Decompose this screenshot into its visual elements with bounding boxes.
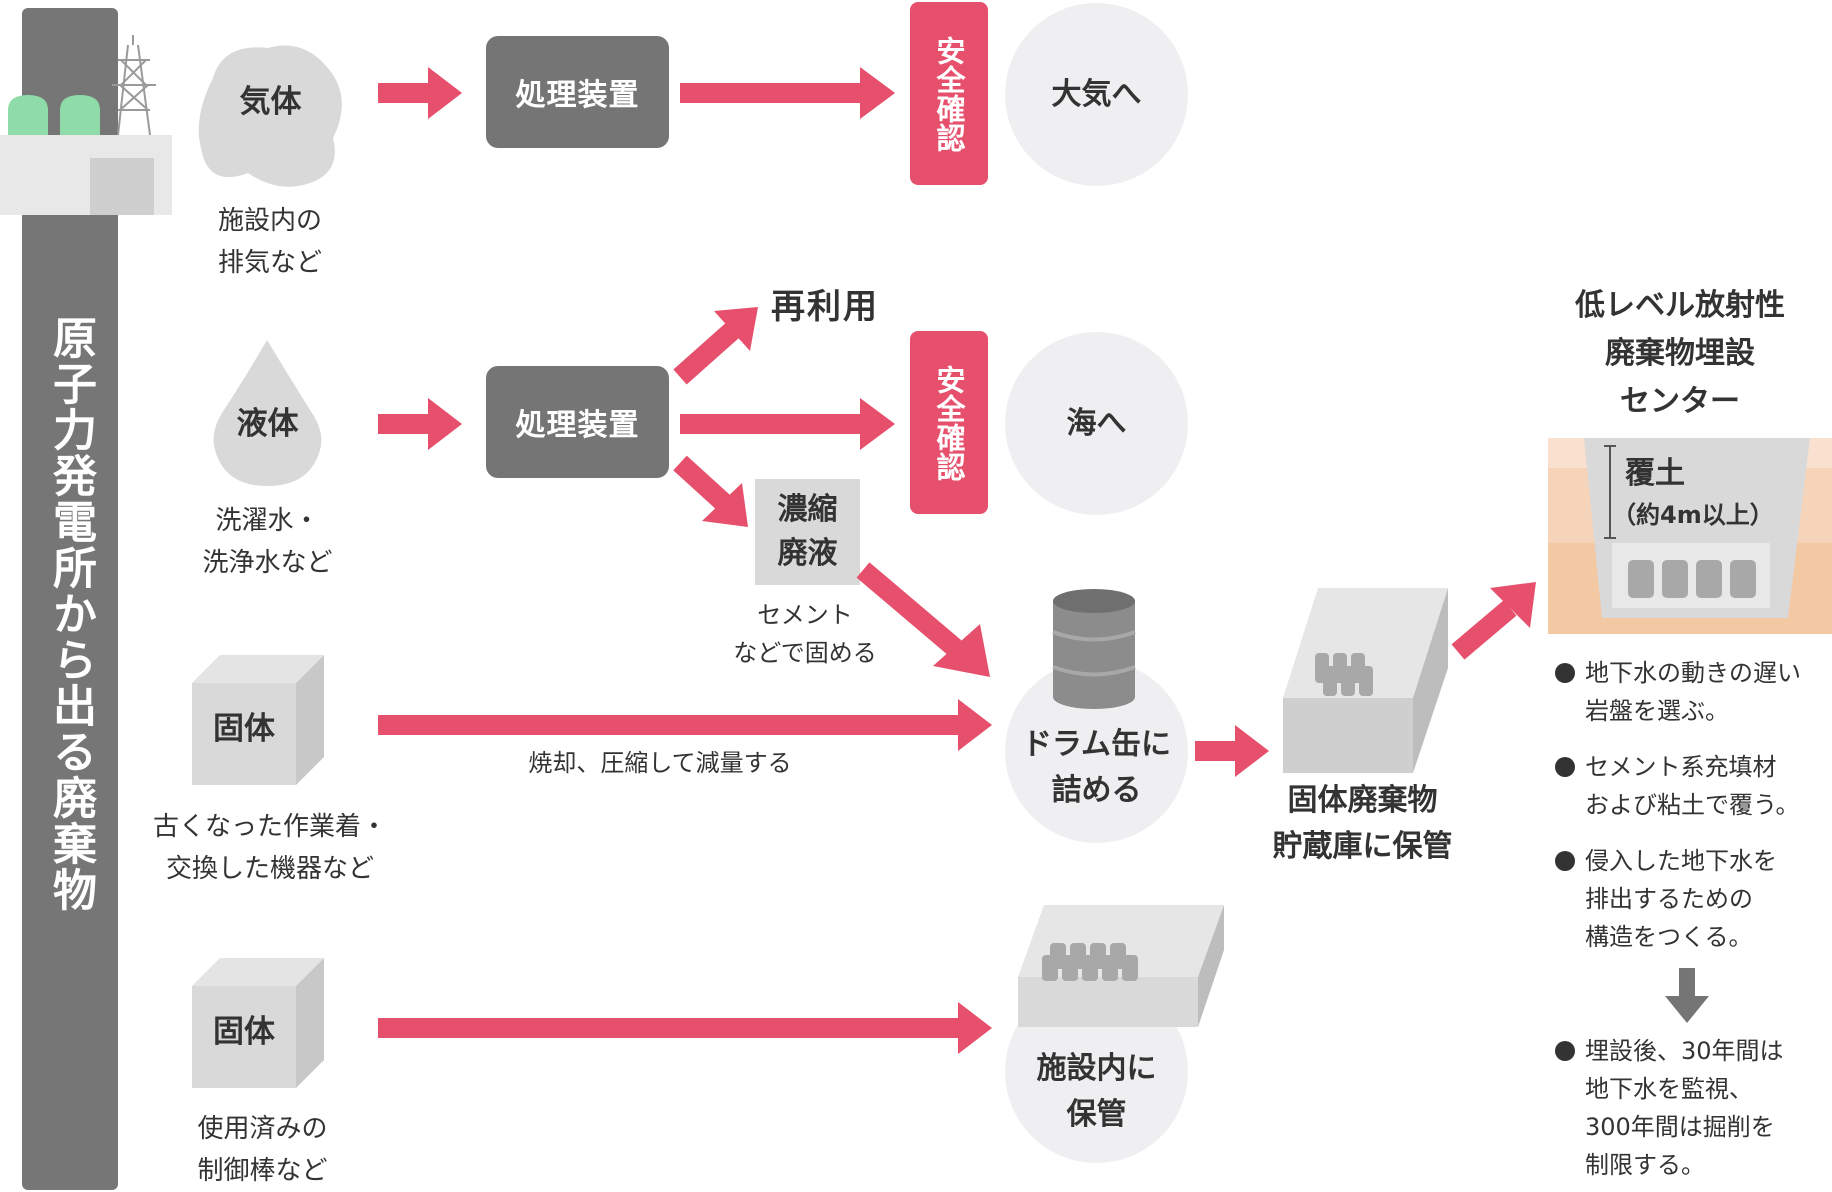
- cement-note: セメント などで固める: [733, 601, 877, 667]
- arrow-down-icon: [1665, 968, 1709, 1023]
- liquid-caption: 洗濯水・ 洗浄水など: [202, 506, 333, 578]
- center-bullet-4: 埋設後、30年間は 地下水を監視、 300年間は掘削を 制限する。: [1555, 1032, 1832, 1184]
- drum-icon: [1052, 589, 1136, 709]
- solid1-label: 固体: [213, 711, 275, 747]
- arrow-right-icon: [1195, 725, 1269, 777]
- arrow-right-icon: [680, 67, 895, 119]
- concentrated-waste-box: 濃縮 廃液: [755, 479, 860, 585]
- gas-process-box: 処理装置: [486, 36, 669, 148]
- center-title: 低レベル放射性 廃棄物埋設 センター: [1575, 288, 1785, 419]
- gas-caption: 施設内の 排気など: [217, 206, 322, 278]
- solid2-caption: 使用済みの 制御棒など: [197, 1114, 328, 1186]
- center-bullet-3: 侵入した地下水を 排出するための 構造をつくる。: [1555, 842, 1832, 956]
- arrow-down-right-icon: [673, 455, 748, 527]
- power-plant-icon: [0, 35, 172, 215]
- solid-cube-1: [192, 655, 324, 785]
- center-bullet-1: 地下水の動きの遅い 岩盤を選ぶ。: [1555, 654, 1832, 730]
- gas-label: 気体: [239, 84, 302, 120]
- gas-safety-check: 安全確認: [910, 2, 988, 185]
- center-bullet-2: セメント系充填材 および粘土で覆う。: [1555, 748, 1832, 824]
- solid1-caption: 古くなった作業着・ 交換した機器など: [152, 812, 387, 884]
- arrow-up-right-icon: [1451, 582, 1536, 660]
- liquid-destination: 海へ: [1005, 332, 1188, 515]
- liquid-process-box: 処理装置: [486, 366, 669, 478]
- reduction-note: 焼却、圧縮して減量する: [528, 749, 792, 777]
- liquid-label: 液体: [236, 406, 299, 442]
- burial-section-diagram: [1548, 438, 1832, 634]
- storage-label: 固体廃棄物 貯蔵庫に保管: [1272, 783, 1453, 864]
- storage-building-icon: [1283, 588, 1448, 773]
- liquid-drop: [213, 340, 322, 486]
- gas-destination: 大気へ: [1005, 3, 1188, 186]
- cover-soil-label: 覆土: [1625, 456, 1685, 491]
- arrow-right-icon: [680, 398, 895, 450]
- onsite-storage-icon: [1018, 905, 1224, 1027]
- liquid-safety-check: 安全確認: [910, 331, 988, 514]
- arrow-right-icon: [378, 699, 992, 751]
- onsite-label: 施設内に 保管: [1036, 1051, 1157, 1132]
- source-title: 原子力発電所から出る廃棄物: [45, 315, 96, 913]
- drum-label: ドラム缶に 詰める: [1021, 727, 1172, 808]
- reuse-label: 再利用: [771, 287, 879, 327]
- arrow-down-right-icon: [856, 562, 990, 677]
- solid-cube-2: [192, 958, 324, 1088]
- arrow-right-icon: [378, 398, 462, 450]
- cover-soil-note: （約4m以上）: [1612, 501, 1774, 529]
- arrow-up-right-icon: [673, 307, 758, 385]
- solid2-label: 固体: [213, 1014, 275, 1050]
- gas-blob: [198, 45, 342, 187]
- arrow-right-icon: [378, 67, 462, 119]
- arrow-right-icon: [378, 1002, 992, 1054]
